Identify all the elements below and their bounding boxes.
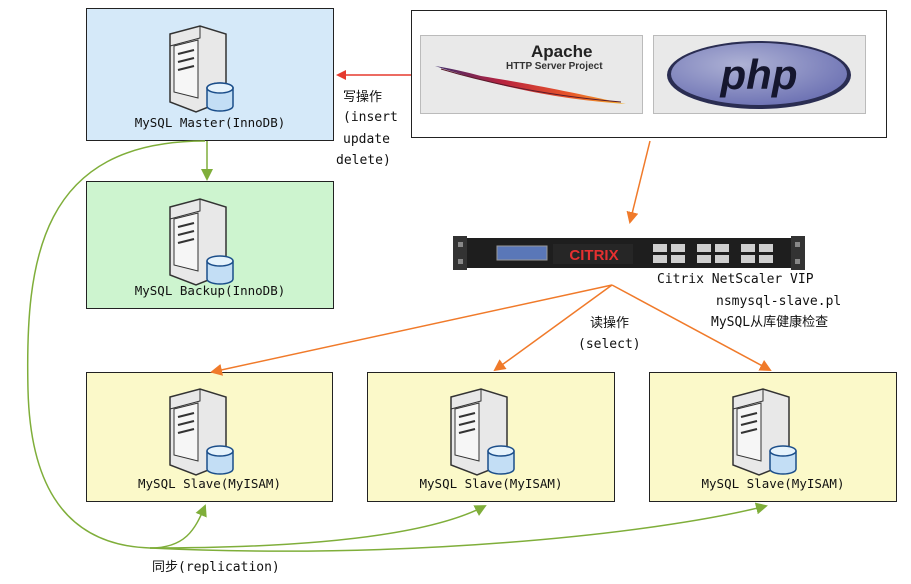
php-logo-text: php: [720, 51, 798, 98]
php-logo-icon: php: [667, 41, 851, 109]
master-label: MySQL Master(InnoDB): [134, 115, 286, 130]
replication-line-slave-1: [26, 140, 207, 549]
read-arrow-slave-1: [210, 284, 613, 376]
backup-box: MySQL Backup(InnoDB): [86, 181, 334, 309]
apache-feather-icon: [435, 66, 626, 104]
netscaler-script-label: nsmysql-slave.pl: [716, 294, 842, 309]
backup-label: MySQL Backup(InnoDB): [134, 283, 286, 298]
web-to-netscaler-arrow: [626, 140, 651, 224]
replication-line-slave-2: [149, 505, 487, 549]
server-icon: [169, 198, 234, 286]
write-op-update: update: [343, 132, 390, 147]
php-logo-tile: php: [653, 35, 866, 114]
read-arrow-slave-2: [493, 284, 613, 372]
server-icon: [169, 25, 234, 113]
netscaler-health-label: MySQL从库健康检查: [711, 315, 829, 330]
apache-logo: Apache HTTP Server Project: [420, 35, 643, 114]
server-icon: [732, 388, 797, 476]
netscaler-label: Citrix NetScaler VIP: [657, 272, 814, 287]
citrix-brand: CITRIX: [569, 247, 618, 264]
read-op-select: (select): [578, 337, 641, 352]
slave-label-2: MySQL Slave(MyISAM): [419, 476, 563, 491]
replication-line-slave-3: [149, 502, 768, 552]
apache-subtitle: HTTP Server Project: [506, 61, 603, 72]
slave-label-3: MySQL Slave(MyISAM): [701, 476, 845, 491]
server-icon: [450, 388, 515, 476]
read-arrow-slave-3: [611, 284, 772, 371]
write-op-insert: (insert: [343, 110, 398, 125]
apache-title: Apache: [531, 42, 593, 61]
read-op-title: 读操作: [590, 316, 630, 331]
slave-label-1: MySQL Slave(MyISAM): [138, 476, 281, 491]
server-icon: [169, 388, 234, 476]
replication-label: 同步(replication): [152, 560, 280, 575]
netscaler-appliance-icon: CITRIX: [453, 236, 805, 270]
write-op-title: 写操作: [343, 90, 383, 105]
write-op-delete: delete): [336, 153, 391, 168]
